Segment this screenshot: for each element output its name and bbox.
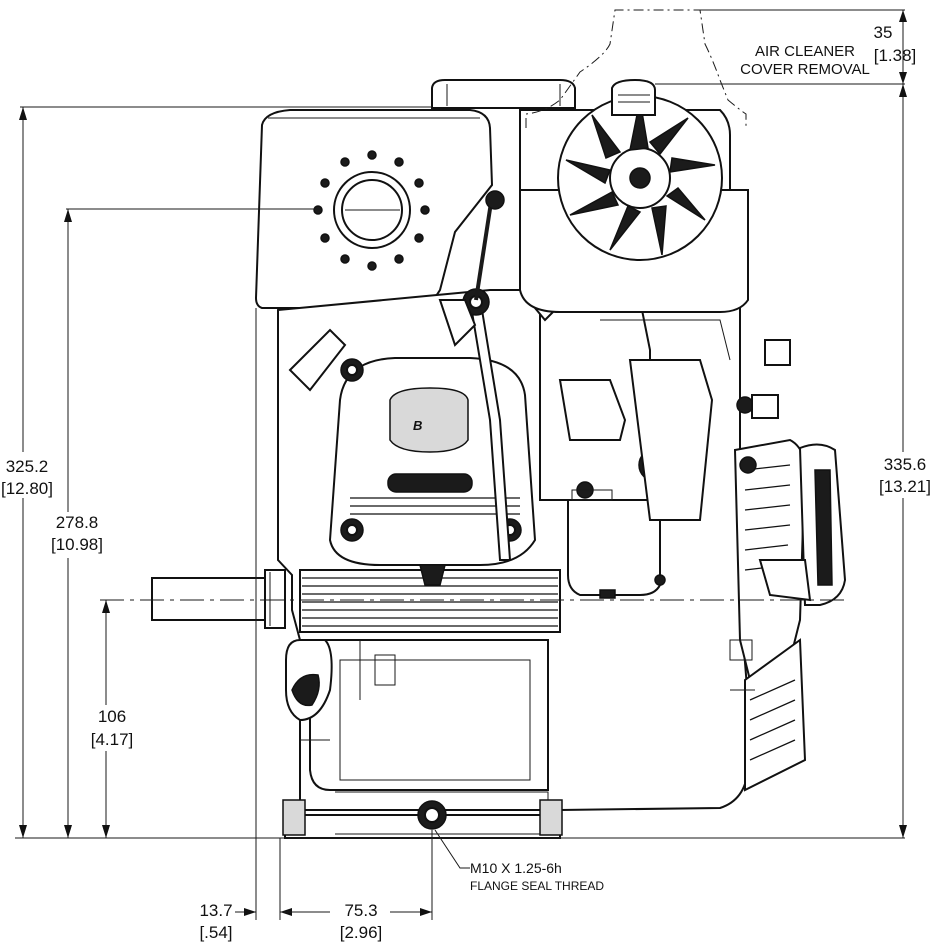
fuel-cap bbox=[431, 79, 576, 109]
cylinder-fins bbox=[299, 569, 561, 633]
dim-height-cover-in: [12.80] bbox=[1, 479, 53, 498]
dimension-lines bbox=[15, 9, 907, 920]
air-cleaner-note-line2: COVER REMOVAL bbox=[740, 61, 870, 78]
dim-shaft-height-mm: 106 bbox=[98, 707, 126, 726]
dim-base-offset-mm: 13.7 bbox=[199, 901, 232, 920]
valve-cover: B bbox=[328, 357, 537, 586]
dim-crank-height-mm: 278.8 bbox=[56, 513, 99, 532]
engine-side-view: B bbox=[151, 78, 847, 839]
air-cleaner-removal-phantom bbox=[525, 9, 747, 128]
svg-text:B: B bbox=[413, 418, 422, 433]
dim-height-cover-mm: 325.2 bbox=[6, 457, 49, 476]
fuel-gauge bbox=[313, 150, 430, 271]
pto-shaft bbox=[151, 569, 286, 629]
dim-height-right-in: [13.21] bbox=[879, 477, 931, 496]
air-cleaner bbox=[519, 78, 749, 313]
drain-plug bbox=[417, 800, 447, 830]
dim-air-cleaner-mm: 35 bbox=[874, 23, 893, 42]
dim-air-cleaner-in: [1.38] bbox=[874, 46, 917, 65]
dim-crank-height-in: [10.98] bbox=[51, 535, 103, 554]
air-cleaner-note-line1: AIR CLEANER bbox=[755, 43, 855, 60]
drain-plug-note-line2: FLANGE SEAL THREAD bbox=[470, 879, 604, 893]
dim-shaft-height-in: [4.17] bbox=[91, 730, 134, 749]
dim-base-offset-in: [.54] bbox=[199, 923, 232, 942]
dim-drain-offset-in: [2.96] bbox=[340, 923, 383, 942]
drain-plug-note-line1: M10 X 1.25-6h bbox=[470, 860, 562, 876]
governor-linkage bbox=[288, 190, 512, 561]
dimension-labels: 35 [1.38] AIR CLEANER COVER REMOVAL 325.… bbox=[1, 23, 936, 942]
dim-height-right-mm: 335.6 bbox=[884, 455, 927, 474]
oil-fill-cap bbox=[285, 639, 333, 722]
rewind-starter bbox=[733, 339, 847, 792]
dim-drain-offset-mm: 75.3 bbox=[344, 901, 377, 920]
crankcase bbox=[309, 639, 549, 791]
